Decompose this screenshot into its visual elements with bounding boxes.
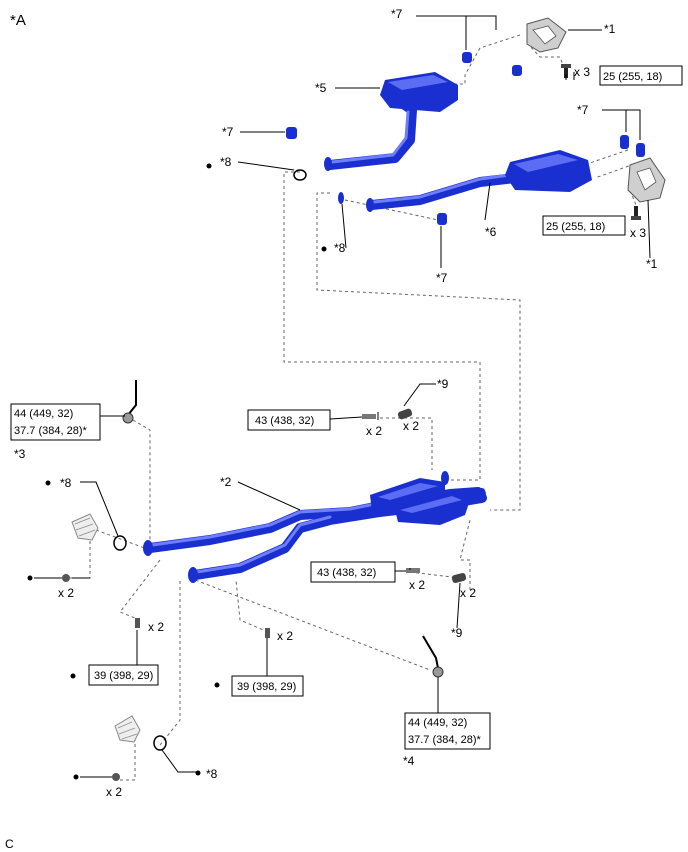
- flange-front-a: [441, 471, 449, 485]
- bullet-8-upper-mid: [321, 246, 327, 252]
- callout-7-right: *7: [577, 103, 589, 117]
- callout-8-upper-mid: *8: [334, 241, 346, 255]
- leader-lines: [72, 15, 651, 778]
- torque-text-clamp-upper: 43 (438, 32): [255, 415, 314, 427]
- qty-clamp-lower-b: x 2: [460, 586, 476, 600]
- gasket-bottom[interactable]: [153, 735, 167, 751]
- qty-flange-left: x 2: [148, 620, 164, 634]
- cushion-bottom[interactable]: [437, 213, 447, 225]
- qty-flange-mid: x 2: [277, 629, 293, 643]
- callout-8-lower-left: *8: [60, 476, 72, 490]
- callout-6: *6: [485, 225, 497, 239]
- callout-2: *2: [220, 475, 232, 489]
- bolt-flange-left[interactable]: [135, 618, 140, 628]
- bullet-nut-upper: [27, 575, 33, 581]
- torque-text-sensor-left-b: 37.7 (384, 28)*: [14, 425, 87, 437]
- torque-box-flange-left: 39 (398, 29): [88, 664, 159, 686]
- bolt-hanger-top[interactable]: [561, 64, 571, 78]
- bullet-flange-left: [70, 673, 76, 679]
- torque-text-hanger-top: 25 (255, 18): [603, 71, 662, 83]
- gasket-upper-mid[interactable]: [338, 192, 344, 204]
- corner-code: C: [5, 837, 14, 851]
- callout-1-right: *1: [646, 257, 658, 271]
- flange-mid: [188, 567, 198, 583]
- muffler-left[interactable]: [380, 72, 458, 112]
- bullet-8-lower-left: [45, 480, 51, 486]
- callout-9-upper: *9: [437, 377, 449, 391]
- torque-box-flange-mid: 39 (398, 29): [231, 675, 304, 697]
- callout-5: *5: [315, 81, 327, 95]
- torque-box-sensor-right: 44 (449, 32) 37.7 (384, 28)*: [404, 712, 491, 750]
- bracket-top[interactable]: [526, 17, 567, 53]
- front-exhaust-pipe-assy[interactable]: [145, 478, 487, 580]
- torque-box-hanger-right: 25 (255, 18): [542, 215, 626, 236]
- torque-box-hanger-top: 25 (255, 18): [599, 65, 683, 86]
- torque-text-hanger-right: 25 (255, 18): [546, 221, 605, 233]
- heat-insulator-upper: [71, 513, 99, 541]
- bolt-clamp-lower[interactable]: [406, 568, 420, 573]
- bullet-8-bottom: [195, 770, 201, 776]
- torque-text-flange-mid: 39 (398, 29): [237, 681, 296, 693]
- qty-nut-lower: x 2: [106, 785, 122, 799]
- gasket-upper-left[interactable]: [293, 169, 307, 181]
- cushion-left[interactable]: [286, 127, 297, 139]
- callout-3: *3: [14, 447, 26, 461]
- torque-box-clamp-lower: 43 (438, 32): [310, 561, 396, 583]
- qty-clamp-upper-b: x 2: [403, 419, 419, 433]
- gasket-lower-left[interactable]: [113, 535, 127, 551]
- callout-7-top: *7: [391, 7, 403, 21]
- flange-upper-a: [324, 157, 332, 171]
- qty-hanger-right: x 3: [630, 226, 646, 240]
- qty-clamp-lower-a: x 2: [409, 578, 425, 592]
- flange-upper-b: [366, 198, 374, 212]
- torque-box-sensor-left: 44 (449, 32) 37.7 (384, 28)*: [10, 403, 101, 441]
- qty-hanger-top: x 3: [574, 65, 590, 79]
- torque-text-sensor-left-a: 44 (449, 32): [14, 408, 73, 420]
- callout-9-lower: *9: [451, 626, 463, 640]
- view-label: *A: [10, 12, 26, 29]
- qty-nut-upper: x 2: [58, 586, 74, 600]
- cushion-top-a[interactable]: [462, 52, 472, 63]
- callout-7-bottom: *7: [436, 271, 448, 285]
- rear-pipe-no2: [367, 173, 520, 210]
- callout-8-upper-left: *8: [220, 155, 232, 169]
- bullet-flange-mid: [214, 682, 220, 688]
- bullet-nut-lower: [73, 774, 79, 780]
- qty-clamp-upper-a: x 2: [366, 424, 382, 438]
- muffler-right[interactable]: [505, 150, 592, 192]
- bolt-flange-mid[interactable]: [265, 628, 270, 638]
- clamp-upper[interactable]: [397, 408, 413, 420]
- flange-front-b: [478, 488, 486, 502]
- torque-box-clamp-upper: 43 (438, 32): [247, 409, 331, 431]
- cushion-top-b[interactable]: [512, 65, 522, 76]
- flange-left: [143, 540, 153, 556]
- torque-text-sensor-right-b: 37.7 (384, 28)*: [408, 734, 481, 746]
- heat-insulator-lower: [114, 715, 141, 743]
- torque-text-clamp-lower: 43 (438, 32): [317, 567, 376, 579]
- bolt-hanger-right[interactable]: [631, 206, 641, 220]
- bracket-right[interactable]: [627, 157, 666, 203]
- bullet-8-upper-left: [206, 163, 212, 169]
- callout-7-left: *7: [222, 125, 234, 139]
- oxygen-sensor-upper[interactable]: [122, 380, 137, 424]
- cushion-right-b[interactable]: [636, 143, 645, 157]
- callout-8-bottom: *8: [206, 767, 218, 781]
- bolt-clamp-upper[interactable]: [362, 414, 376, 419]
- torque-text-flange-left: 39 (398, 29): [94, 670, 153, 682]
- callout-4: *4: [403, 754, 415, 768]
- cushion-right-a[interactable]: [620, 135, 629, 149]
- clamp-lower[interactable]: [451, 572, 467, 584]
- torque-text-sensor-right-a: 44 (449, 32): [408, 717, 467, 729]
- oxygen-sensor-lower[interactable]: [422, 635, 444, 678]
- callout-1-top: *1: [604, 22, 616, 36]
- nut-upper[interactable]: [62, 574, 70, 582]
- nut-lower[interactable]: [112, 773, 120, 781]
